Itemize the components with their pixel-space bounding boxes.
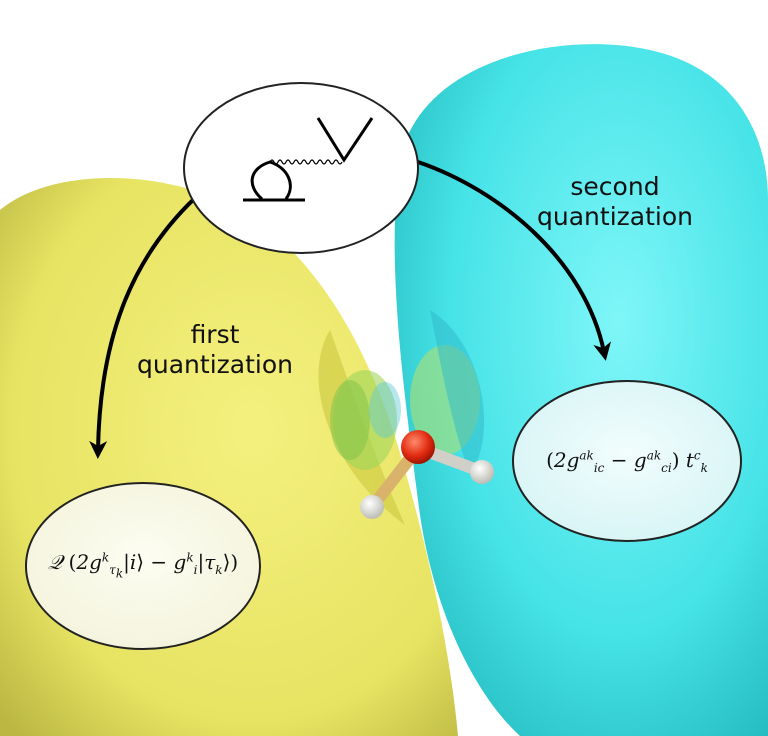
first-quantization-bubble bbox=[25, 482, 261, 650]
arrow-second-quantization bbox=[417, 160, 611, 361]
oxygen-atom bbox=[401, 430, 435, 464]
first-quantization-label: first quantization bbox=[130, 320, 300, 380]
second-quantization-label: second quantization bbox=[520, 172, 710, 232]
first-quantization-region bbox=[0, 178, 458, 736]
water-molecule bbox=[360, 430, 494, 519]
arrow-first-quantization bbox=[89, 196, 197, 459]
orbital-lobes bbox=[318, 310, 485, 525]
hydrogen-atom-left bbox=[360, 495, 384, 519]
equation-text-first: 𝒬 (2gkτk|i⟩ − gki|τk⟩) bbox=[47, 550, 239, 581]
second-quantization-equation: (2gakic − gakci) tck bbox=[522, 448, 732, 475]
hydrogen-atom-right bbox=[470, 460, 494, 484]
second-quantization-bubble bbox=[512, 380, 742, 542]
interaction-diagram-icon bbox=[243, 117, 374, 202]
diagram-bubble bbox=[183, 82, 419, 254]
second-label-line1: second bbox=[570, 172, 660, 201]
first-quantization-equation: 𝒬 (2gkτk|i⟩ − gki|τk⟩) bbox=[30, 550, 256, 580]
second-label-line2: quantization bbox=[537, 202, 693, 231]
equation-text-second: (2gakic − gakci) tck bbox=[546, 448, 708, 475]
first-label-line2: quantization bbox=[137, 350, 293, 379]
first-label-line1: first bbox=[190, 320, 240, 349]
